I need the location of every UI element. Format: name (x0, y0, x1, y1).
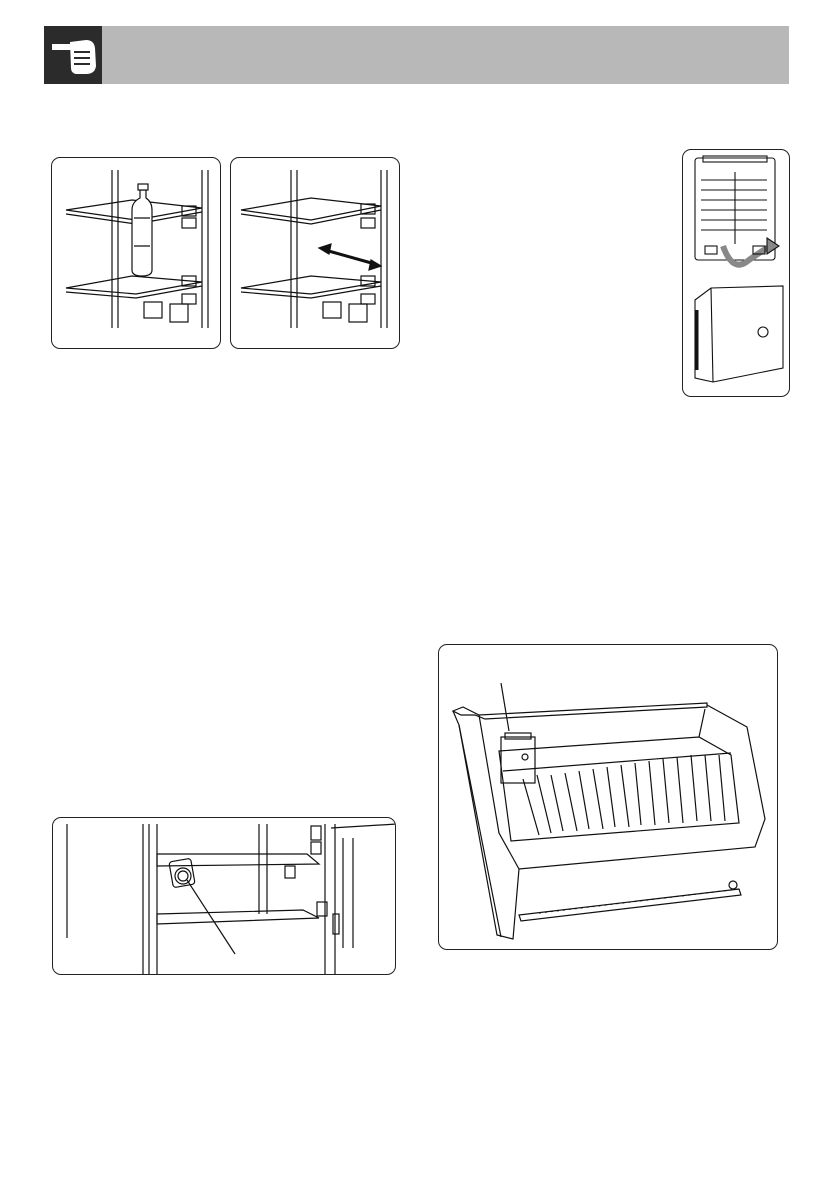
figure-shelf-with-bottle (51, 157, 221, 349)
filter-cover-illustration (683, 150, 790, 397)
shelf-bottle-illustration (52, 158, 221, 349)
shelf-slide-illustration (231, 158, 400, 349)
figure-shelf-slide (230, 157, 400, 349)
figure-interior-light (52, 817, 396, 975)
interior-light-illustration (53, 818, 396, 975)
figure-filter-flip (682, 149, 790, 397)
crisper-drawer-illustration (439, 645, 778, 950)
pointing-hand-icon (44, 26, 102, 84)
header-bar (44, 26, 789, 84)
figure-drawer (438, 644, 778, 950)
